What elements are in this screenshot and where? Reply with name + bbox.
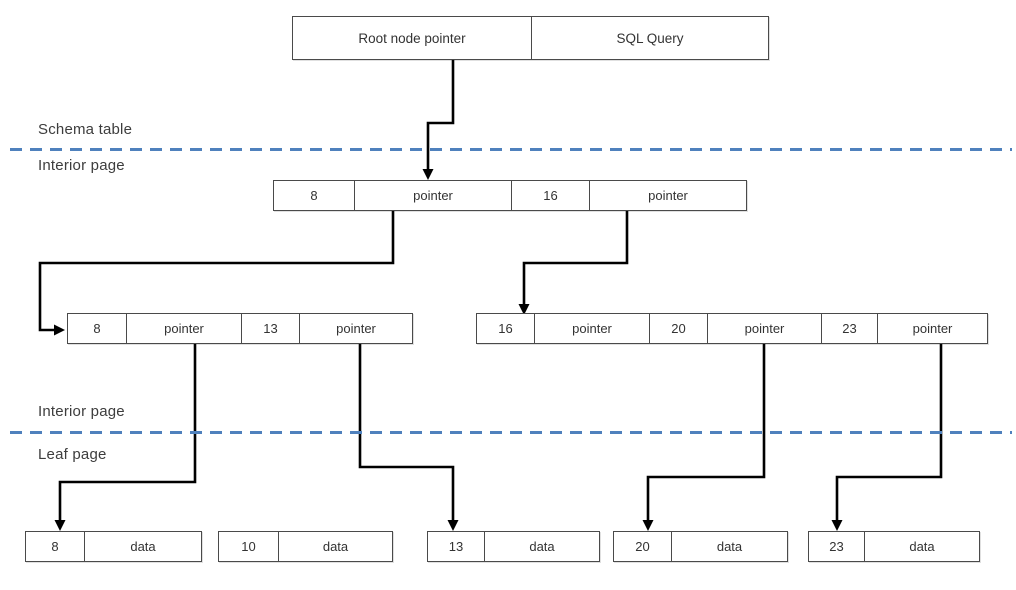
leaf23-data: data — [864, 532, 979, 561]
leaf-node-10: 10 data — [218, 531, 393, 562]
arrow-root-to-interior1 — [422, 60, 455, 180]
leaf13-data: data — [484, 532, 599, 561]
leaf10-data: data — [278, 532, 392, 561]
leaf20-key: 20 — [635, 539, 650, 554]
right-node-pointer-2: pointer — [707, 314, 821, 343]
right-node-key-20: 20 — [649, 314, 707, 343]
leaf-node-8: 8 data — [25, 531, 202, 562]
right-node-key-23: 23 — [821, 314, 877, 343]
label-schema-table: Schema table — [38, 121, 133, 138]
interior-node-level2-left: 8 pointer 13 pointer — [67, 313, 413, 344]
left-node-key-13: 13 — [241, 314, 299, 343]
right-node-pointer-1: pointer — [534, 314, 649, 343]
leaf-node-20: 20 data — [613, 531, 788, 562]
interior1-pointer-2: pointer — [589, 181, 746, 210]
sql-query-cell: SQL Query — [531, 17, 768, 59]
arrow-interior1-pointer2-to-right-node — [518, 211, 629, 315]
label-interior-page-top: Interior page — [38, 157, 125, 174]
interior1-pointer-1: pointer — [354, 181, 511, 210]
leaf20-data: data — [671, 532, 787, 561]
right-node-key-16: 16 — [498, 321, 513, 336]
left-node-pointer-1: pointer — [126, 314, 241, 343]
interior-node-level1: 8 pointer 16 pointer — [273, 180, 747, 211]
leaf-node-13: 13 data — [427, 531, 600, 562]
label-leaf-page: Leaf page — [38, 446, 107, 463]
left-node-key-8: 8 — [93, 321, 101, 336]
interior1-key-16: 16 — [511, 181, 589, 210]
left-node-pointer-2: pointer — [299, 314, 412, 343]
root-node-pointer-cell: Root node pointer — [358, 30, 466, 46]
root-node-box: Root node pointer SQL Query — [292, 16, 769, 60]
leaf-node-23: 23 data — [808, 531, 980, 562]
interior1-key-8: 8 — [310, 188, 318, 203]
interior-node-level2-right: 16 pointer 20 pointer 23 pointer — [476, 313, 988, 344]
label-interior-page-bottom: Interior page — [38, 403, 125, 420]
divider-interior-leaf — [10, 431, 1012, 434]
divider-schema-interior — [10, 148, 1012, 151]
leaf10-key: 10 — [241, 539, 256, 554]
right-node-pointer-3: pointer — [877, 314, 987, 343]
leaf8-data: data — [84, 532, 201, 561]
leaf13-key: 13 — [448, 539, 464, 554]
leaf23-key: 23 — [829, 539, 844, 554]
leaf8-key: 8 — [51, 539, 59, 554]
